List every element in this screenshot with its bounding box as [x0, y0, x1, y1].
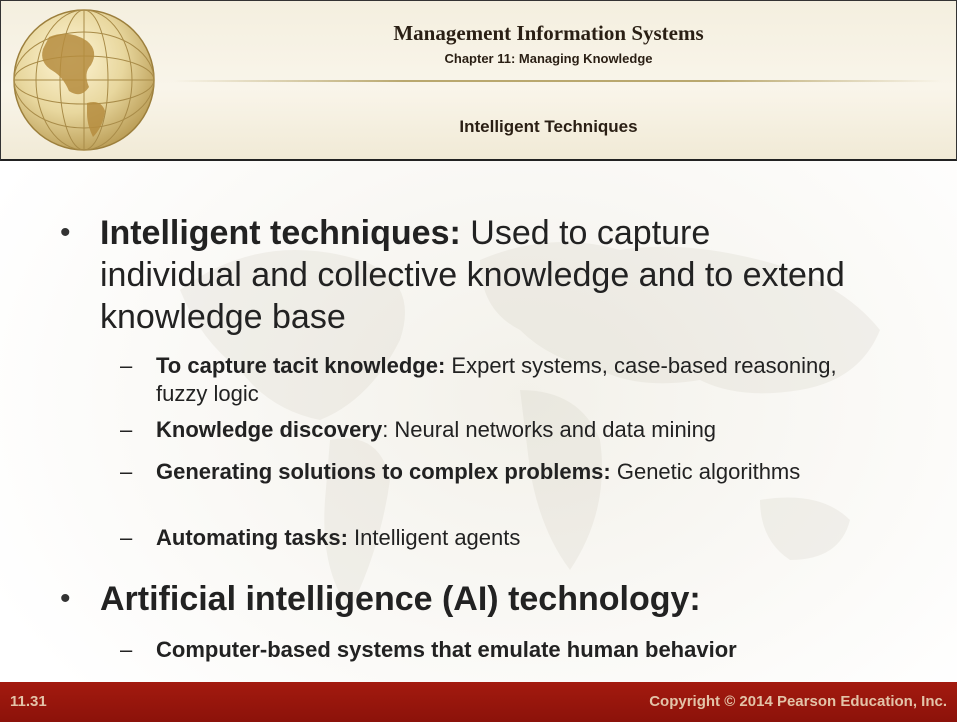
sub-bullet-text: Genetic algorithms	[610, 459, 801, 484]
dash-icon: –	[120, 525, 133, 550]
sub-bullet-item: – Computer-based systems that emulate hu…	[120, 636, 880, 664]
header-divider	[173, 80, 942, 82]
bullet-dot-icon: •	[60, 582, 71, 615]
sub-bullet-text: Expert systems, case-based reasoning, fu…	[156, 353, 837, 406]
slide-number: 11.31	[10, 693, 47, 710]
sub-bullet-term: Generating solutions to complex problems…	[156, 459, 611, 484]
bullet-item: • Intelligent techniques: Used to captur…	[60, 212, 860, 338]
sub-bullet-item: – Knowledge discovery: Neural networks a…	[120, 416, 880, 444]
slide-topic: Intelligent Techniques	[459, 117, 638, 136]
course-title: Management Information Systems	[393, 21, 704, 45]
sub-bullet-term: Automating tasks:	[156, 525, 348, 550]
sub-bullet-item: – Generating solutions to complex proble…	[120, 458, 880, 486]
sub-bullet-text: : Neural networks and data mining	[382, 417, 717, 442]
world-map-watermark	[180, 242, 880, 610]
dash-icon: –	[120, 353, 133, 378]
sub-bullet-term: Knowledge discovery	[156, 417, 383, 442]
dash-icon: –	[120, 637, 133, 662]
slide-footer: 11.31 Copyright © 2014 Pearson Education…	[0, 682, 957, 722]
bullet-term: Intelligent techniques:	[100, 214, 461, 252]
bullet-term: Artificial intelligence (AI) technology:	[100, 580, 701, 618]
globe-icon	[13, 9, 155, 151]
sub-bullet-term: To capture tacit knowledge:	[156, 353, 446, 378]
bullet-item: • Artificial intelligence (AI) technolog…	[60, 578, 860, 620]
sub-bullet-item: – To capture tacit knowledge: Expert sys…	[120, 352, 880, 408]
slide-body: • Intelligent techniques: Used to captur…	[0, 160, 957, 680]
dash-icon: –	[120, 417, 133, 442]
slide-header: Management Information Systems Chapter 1…	[0, 0, 957, 161]
dash-icon: –	[120, 459, 133, 484]
sub-bullet-item: – Automating tasks: Intelligent agents	[120, 524, 880, 552]
bullet-text: Used to capture individual and collectiv…	[100, 214, 845, 336]
sub-bullet-text: Intelligent agents	[347, 525, 521, 550]
bullet-dot-icon: •	[60, 216, 71, 249]
chapter-title: Chapter 11: Managing Knowledge	[444, 51, 653, 66]
copyright-notice: Copyright © 2014 Pearson Education, Inc.	[649, 693, 947, 710]
sub-bullet-term: Computer-based systems that emulate huma…	[156, 637, 737, 662]
